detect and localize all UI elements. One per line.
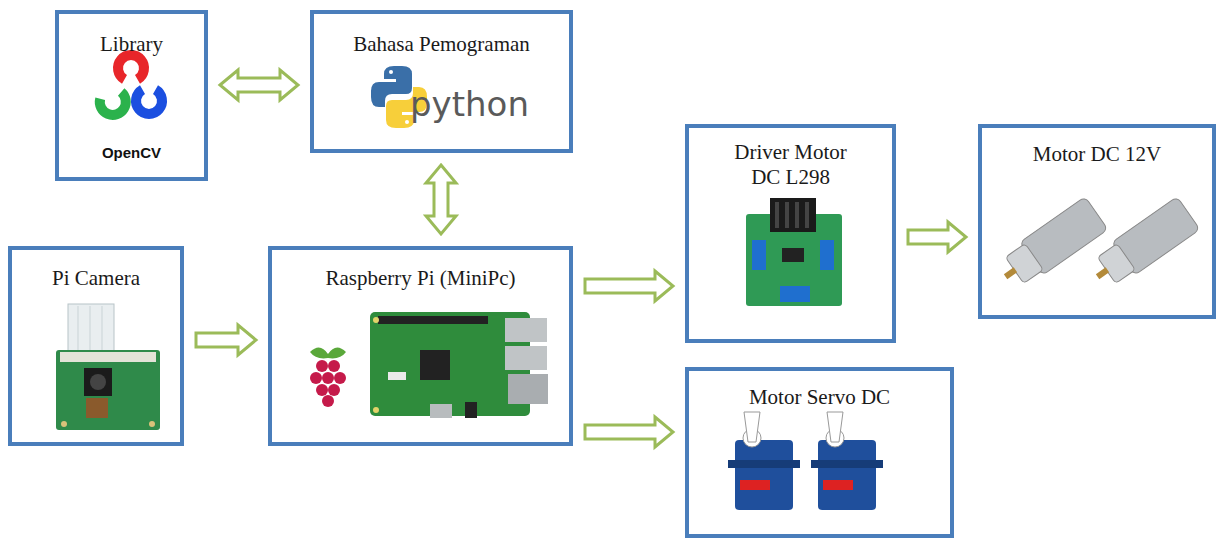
servo-illustration [728,412,883,510]
block-arrow [220,70,298,100]
block-arrow [585,417,673,447]
pi-camera-illustration [56,304,160,430]
l298-driver-board [746,198,842,306]
box-title: Motor DC 12V [988,142,1206,167]
block-arrow [585,271,673,301]
component-box: Motor Servo DC [685,367,954,538]
box-title: Motor Servo DC [695,385,944,410]
box-title: Library [65,32,198,57]
component-box: Driver Motor DC L298 [685,124,896,343]
logo-text: OpenCV [65,144,198,161]
component-box: Motor DC 12V [978,124,1216,319]
block-arrow [196,325,256,355]
component-box: Pi Camera [8,246,184,446]
logo-text: python [410,84,529,124]
box-title: Pi Camera [18,266,174,291]
opencv-logo [98,55,162,117]
block-arrow [908,222,966,252]
box-title: Bahasa Pemograman [320,32,563,57]
box-title: Raspberry Pi (MiniPc) [278,266,563,291]
component-box: Raspberry Pi (MiniPc) [268,246,573,446]
raspberry-pi-logo [310,347,346,407]
component-box: LibraryOpenCV [55,10,208,181]
box-title: Driver Motor DC L298 [721,140,861,190]
component-box: Bahasa Pemograman python [310,10,573,153]
dc-motor-illustration [994,197,1200,293]
raspberry-pi-board [370,312,548,418]
block-arrow [426,165,456,234]
